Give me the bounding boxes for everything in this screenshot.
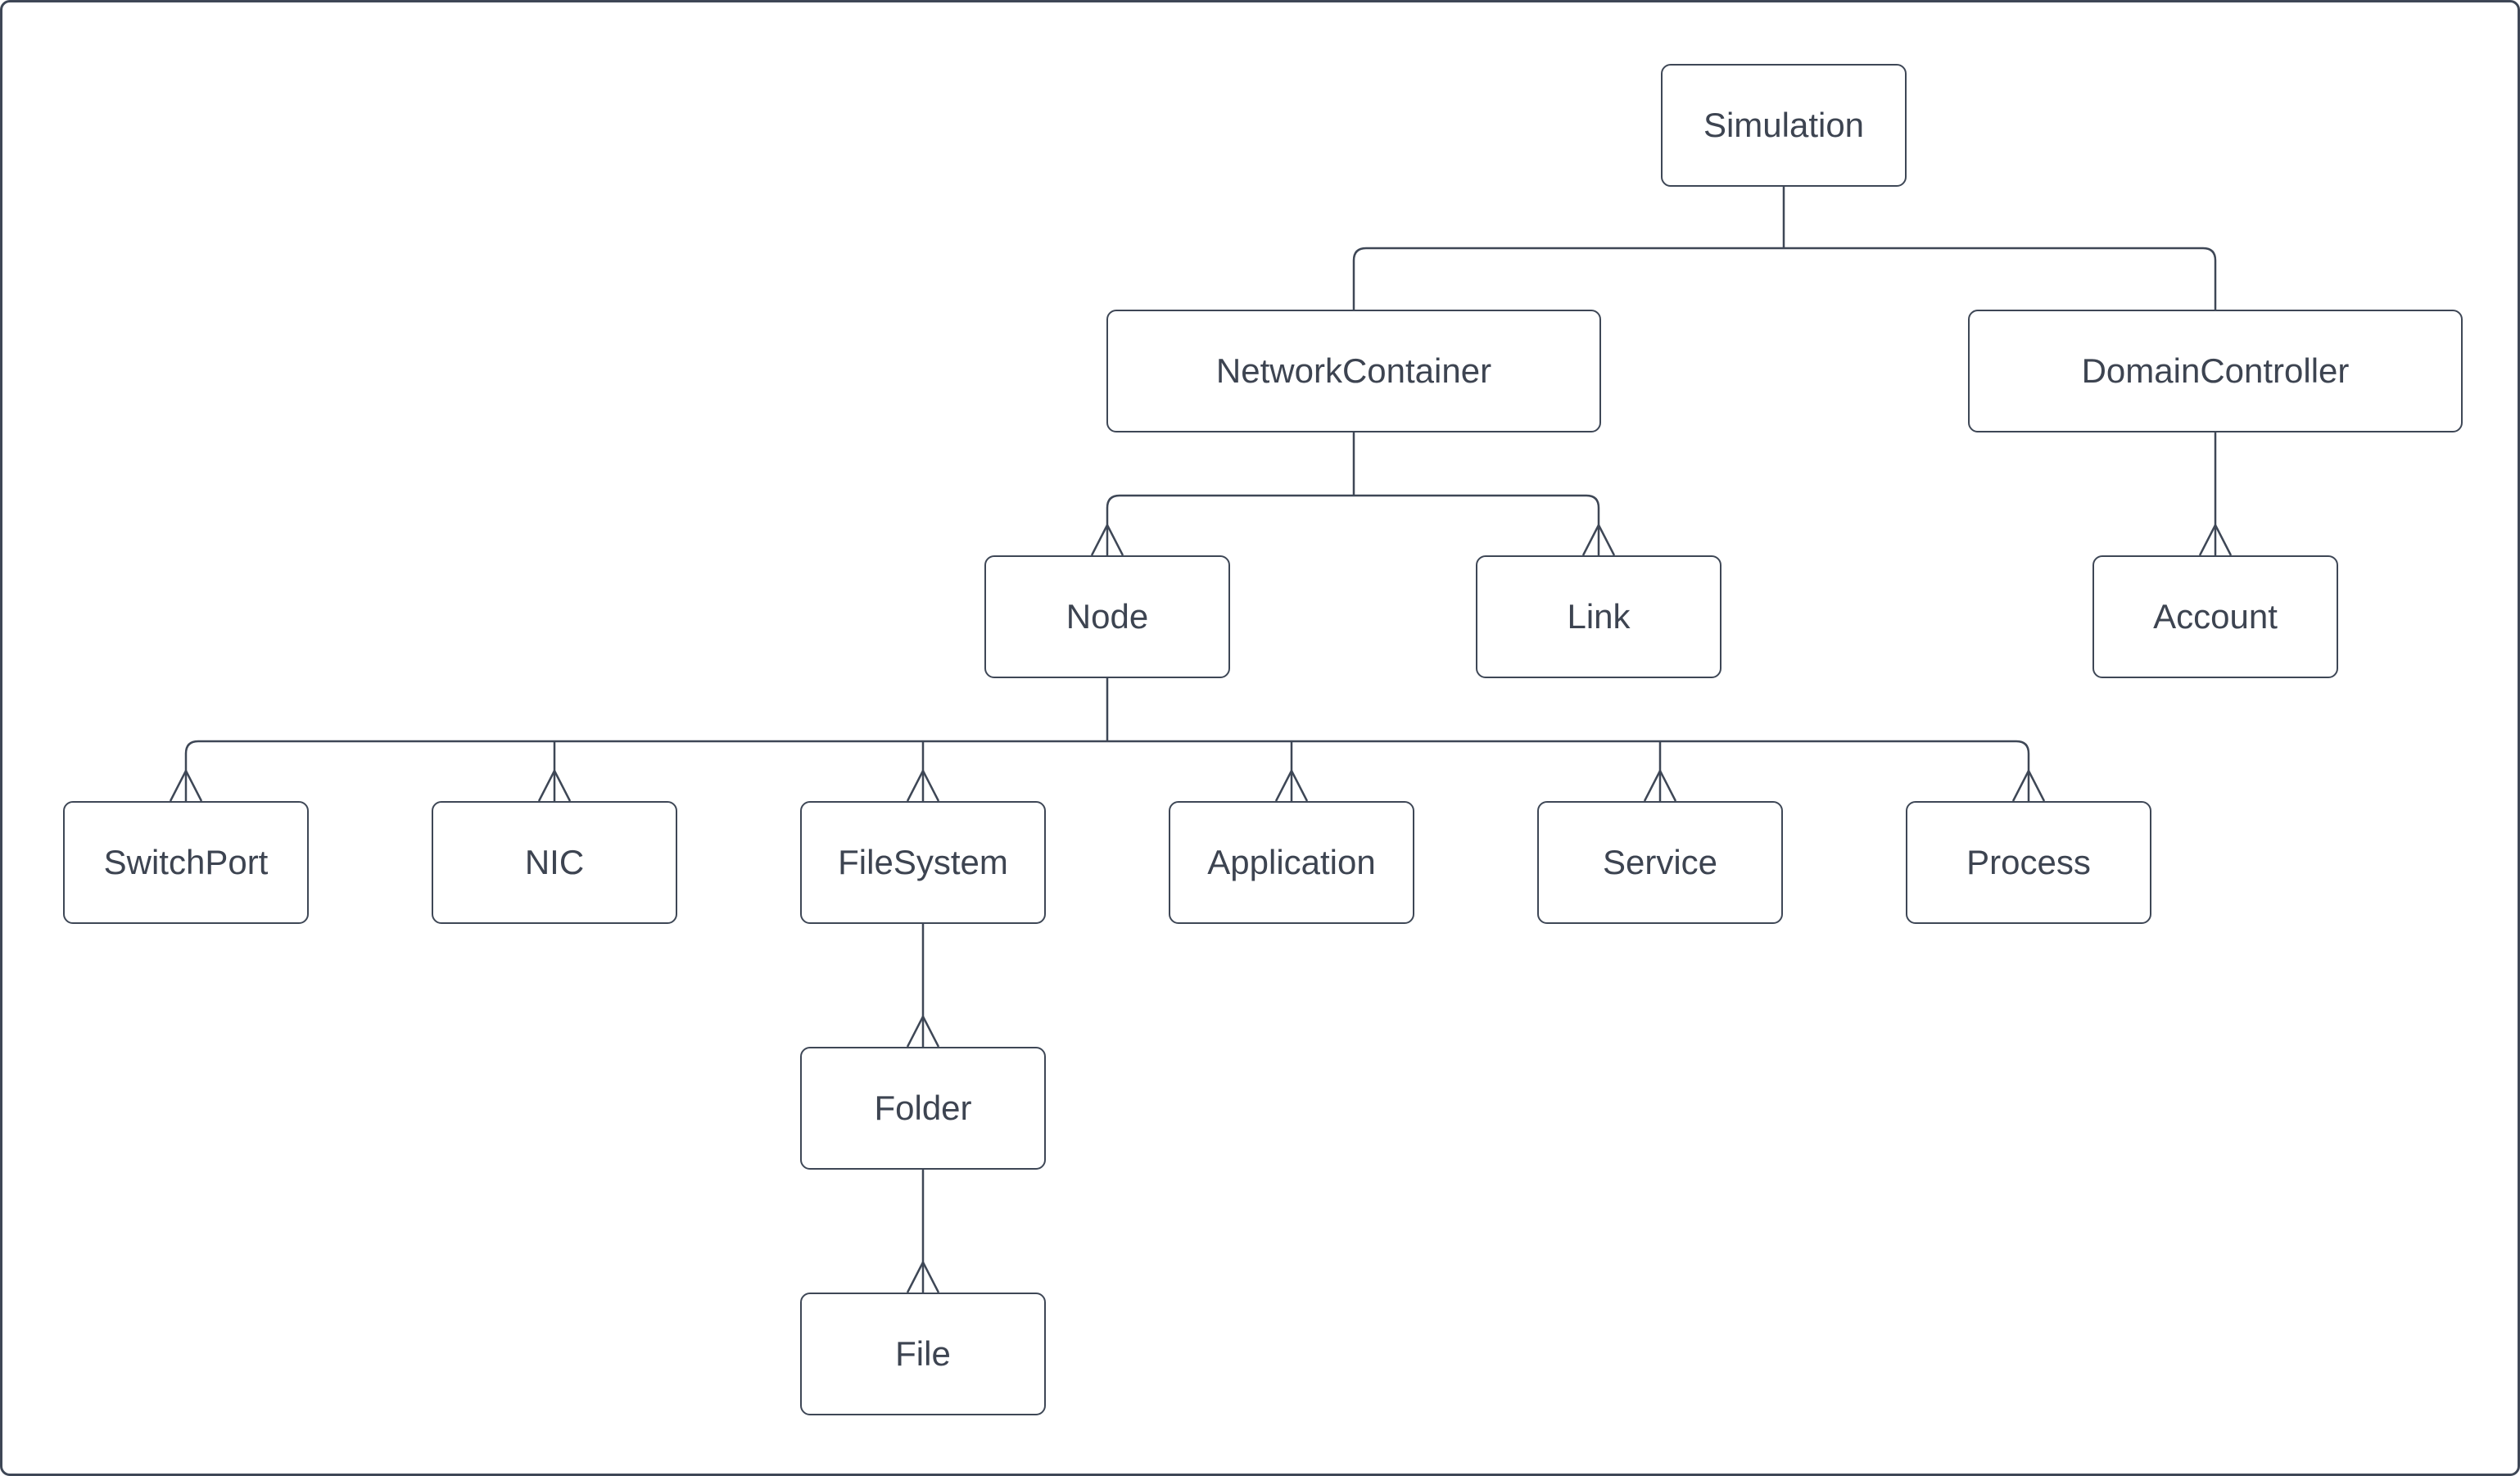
node-label: Folder	[874, 1089, 971, 1128]
diagram-node-account[interactable]: Account	[2092, 555, 2338, 678]
node-label: Account	[2153, 597, 2278, 636]
diagram-node-link[interactable]: Link	[1476, 555, 1721, 678]
diagram-node-nic[interactable]: NIC	[432, 801, 677, 924]
node-label: DomainController	[2082, 351, 2350, 391]
diagram-node-file[interactable]: File	[800, 1293, 1046, 1415]
diagram-node-folder[interactable]: Folder	[800, 1047, 1046, 1170]
node-label: Application	[1207, 843, 1375, 882]
node-label: Process	[1966, 843, 2091, 882]
node-label: Link	[1567, 597, 1630, 636]
diagram-node-node[interactable]: Node	[984, 555, 1230, 678]
edge-bus-networkcontainer	[1107, 496, 1599, 508]
edge-bus-simulation	[1354, 248, 2215, 260]
node-label: FileSystem	[838, 843, 1008, 882]
node-label: SwitchPort	[104, 843, 269, 882]
diagram-node-domaincontroller[interactable]: DomainController	[1968, 310, 2463, 432]
diagram-node-service[interactable]: Service	[1537, 801, 1783, 924]
node-label: Node	[1066, 597, 1148, 636]
node-label: Service	[1603, 843, 1717, 882]
node-label: NIC	[525, 843, 584, 882]
node-label: Simulation	[1703, 106, 1864, 145]
diagram-node-networkcontainer[interactable]: NetworkContainer	[1106, 310, 1601, 432]
diagram-node-process[interactable]: Process	[1906, 801, 2151, 924]
diagram-node-application[interactable]: Application	[1169, 801, 1414, 924]
diagram-node-simulation[interactable]: Simulation	[1661, 64, 1907, 187]
diagram-node-filesystem[interactable]: FileSystem	[800, 801, 1046, 924]
diagram-node-switchport[interactable]: SwitchPort	[63, 801, 309, 924]
edge-bus-node	[186, 741, 2029, 754]
node-label: NetworkContainer	[1216, 351, 1491, 391]
node-label: File	[895, 1334, 951, 1374]
